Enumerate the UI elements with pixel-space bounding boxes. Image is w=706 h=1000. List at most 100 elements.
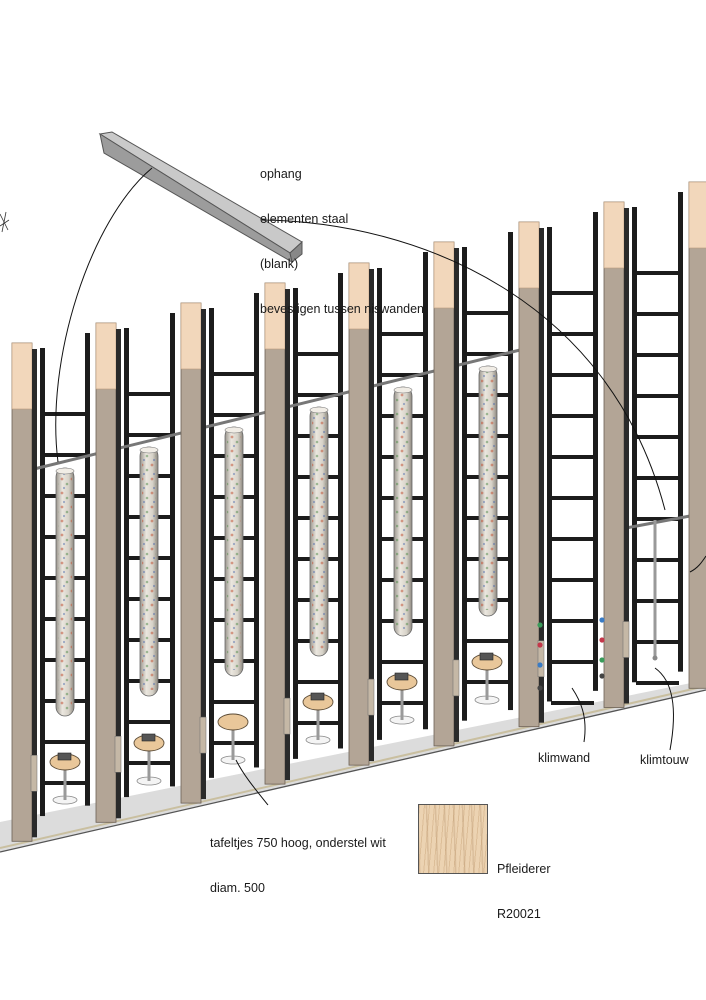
table-item [479, 652, 494, 661]
ladder-rung [636, 517, 679, 521]
wall-panel-4 [264, 282, 291, 785]
cylinder-print [481, 372, 495, 610]
panel-side-post [624, 208, 629, 704]
panel-face [11, 342, 33, 842]
leader-ophang-left [55, 167, 153, 463]
ladder-rung [381, 373, 424, 377]
climbing-hold [599, 637, 605, 643]
table-leg [231, 728, 235, 760]
ladder-rung [44, 453, 86, 457]
table-leg [63, 768, 67, 800]
label-material-line-1: Pfleiderer [497, 862, 551, 876]
label-tafeltjes: tafeltjes 750 hoog, onderstel wit diam. … [210, 806, 386, 911]
ladder-post-left [632, 207, 637, 683]
panel-face [433, 241, 455, 747]
ladder-post-right [254, 293, 259, 768]
ladder-rung [551, 537, 594, 541]
ladder-rung [466, 311, 509, 315]
ladder-rung [128, 392, 171, 396]
climbing-hold [599, 673, 605, 679]
leader-tafeltjes [235, 759, 269, 806]
ladder-rung [636, 435, 679, 439]
decorated-cylinder-3 [224, 426, 244, 677]
ladder-rung [636, 599, 679, 603]
label-ophang-line-2: elementen staal [260, 212, 349, 226]
panel-cap [603, 201, 625, 269]
steel-hanging-beam [98, 131, 303, 264]
wall-panel-7 [518, 221, 545, 728]
ladder-rung [381, 660, 424, 664]
panel-bracket [367, 678, 375, 716]
ladder-rung [551, 619, 594, 623]
panel-side-post [116, 329, 121, 819]
small-table-5 [386, 672, 418, 725]
decorated-cylinder-5 [393, 386, 413, 637]
panel-side-post [201, 309, 206, 800]
ladder-post-left [462, 247, 467, 721]
table-top [217, 713, 249, 731]
wall-modules [11, 181, 706, 842]
panel-bracket [537, 640, 545, 677]
table-item [57, 752, 72, 761]
panel-face [603, 201, 625, 708]
small-table-4 [302, 692, 334, 745]
table-leg [147, 749, 151, 781]
panel-cap [95, 322, 117, 390]
wall-panel-2 [95, 322, 122, 823]
leader-klimtouw [654, 667, 675, 751]
cylinder-print [58, 474, 72, 710]
cylinder-print [396, 393, 410, 630]
leader-ophang-right [261, 219, 666, 511]
panel-face [180, 302, 202, 804]
panel-side-post [32, 349, 37, 838]
ladder-rung [44, 412, 86, 416]
panel-side-post [454, 248, 459, 742]
ladder-rung [636, 353, 679, 357]
ladder-rung [466, 352, 509, 356]
panel-face [688, 181, 706, 689]
label-ophang: ophang elementen staal (blank) bevestige… [260, 137, 424, 332]
ladder-rung [213, 413, 255, 417]
ladder-rung [381, 332, 424, 336]
ladder-rung [636, 312, 679, 316]
cylinder-top [224, 426, 244, 434]
ladder-rung [551, 660, 594, 664]
wood-material-swatch [418, 804, 488, 874]
panel-cap [518, 221, 540, 289]
label-material-line-2: R20021 [497, 907, 541, 921]
ladder-post-left [293, 288, 298, 759]
leader-klimwand [571, 687, 586, 743]
ladder-rung [636, 640, 679, 644]
ladder-rung [551, 578, 594, 582]
wall-panel-5 [348, 262, 375, 766]
ladder-rung [551, 332, 594, 336]
climbing-hold [599, 617, 605, 623]
ladder-post-left [547, 227, 552, 702]
panel-side-post [539, 228, 544, 723]
ladder-rung [128, 720, 171, 724]
ladder-post-right [338, 273, 343, 749]
climbing-hold [537, 622, 543, 628]
decorated-cylinder-6 [478, 365, 498, 617]
floor-edge-line [0, 689, 706, 853]
label-tafeltjes-line-2: diam. 500 [210, 881, 265, 895]
panel-face [264, 282, 286, 785]
ladder-rung [44, 740, 86, 744]
ladder-rung [551, 291, 594, 295]
cylinder-top [309, 406, 329, 414]
cylinder-top [139, 446, 159, 454]
label-ophang-line-1: ophang [260, 167, 302, 181]
wall-panel-1 [11, 342, 38, 842]
ladder-rung [297, 393, 339, 397]
panel-cap [433, 241, 455, 309]
small-table-2 [133, 733, 165, 786]
panel-cap [688, 181, 706, 249]
ladder-post-left [377, 268, 382, 740]
ladder-frame-7 [547, 212, 598, 705]
ladder-post-right [85, 333, 90, 806]
climbing-hold [599, 657, 605, 663]
ladder-post-right [593, 212, 598, 691]
ladder-post-right [678, 192, 683, 672]
panel-cap [11, 342, 33, 410]
